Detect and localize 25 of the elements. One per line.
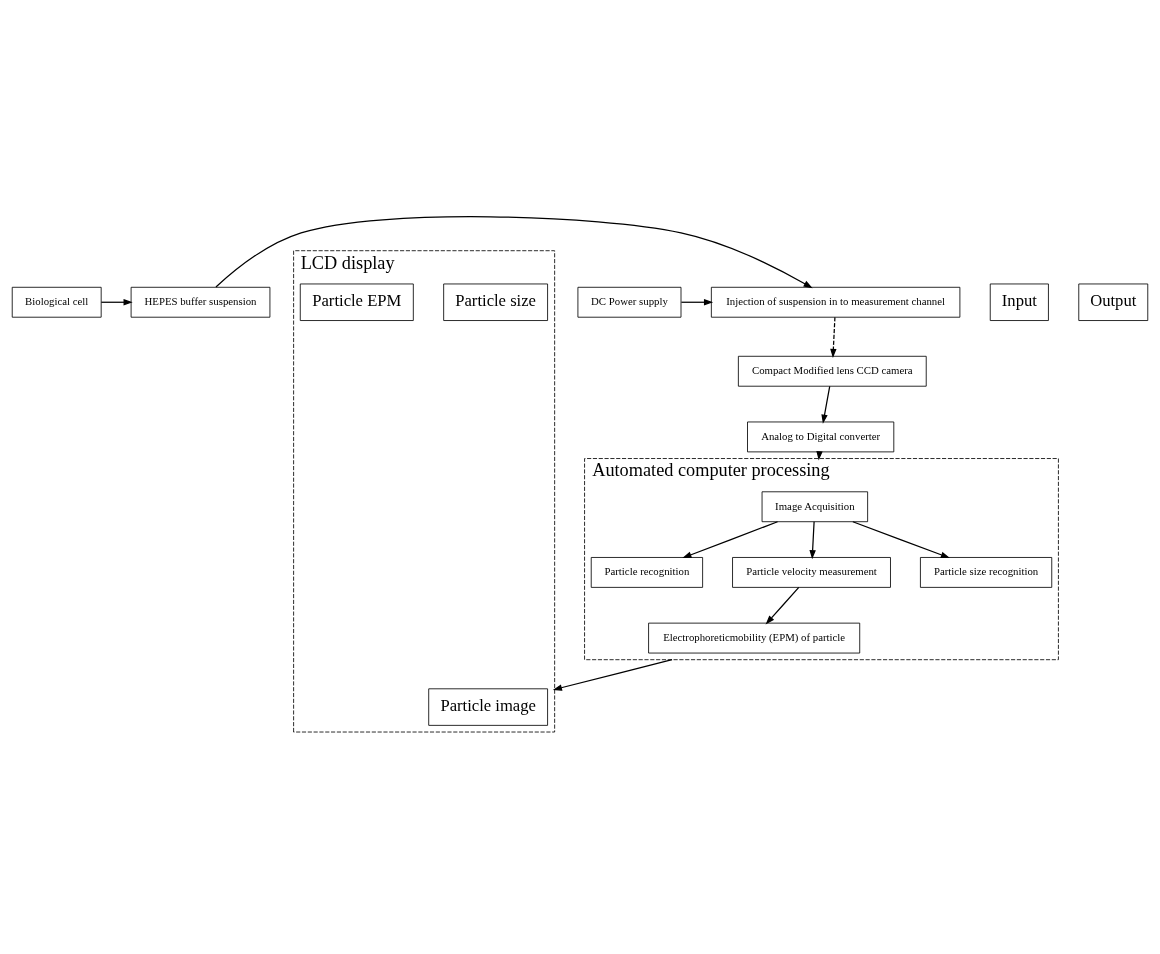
arrow <box>809 520 816 559</box>
arrow <box>552 658 673 691</box>
node-box: Image Acquisition <box>761 490 869 522</box>
arrow <box>821 385 831 424</box>
arrow <box>100 298 133 305</box>
node-box: Particle size <box>443 283 548 321</box>
node-box: Particle EPM <box>299 283 414 321</box>
node-box: Biological cell <box>11 286 102 318</box>
node-box: Compact Modified lens CCD camera <box>737 355 927 387</box>
node-box: Particle size recognition <box>920 556 1053 588</box>
node-box: HEPES buffer suspension <box>130 286 271 318</box>
node-box: DC Power supply <box>577 286 682 318</box>
node-box: Electrophoreticmobility (EPM) of particle <box>648 622 861 653</box>
arrow <box>682 520 779 558</box>
node-box: Particle image <box>428 687 548 726</box>
arrow <box>680 298 714 305</box>
arrow <box>852 520 950 558</box>
node-box: Output <box>1078 283 1149 321</box>
arrow <box>215 215 813 288</box>
arrow <box>830 316 837 358</box>
node-box: Particle velocity measurement <box>732 556 891 588</box>
node-box: Injection of suspension in to measurement channel <box>710 286 961 318</box>
arrow <box>765 586 800 624</box>
node-box: Input <box>989 283 1049 321</box>
node-box: Particle recognition <box>590 556 704 588</box>
